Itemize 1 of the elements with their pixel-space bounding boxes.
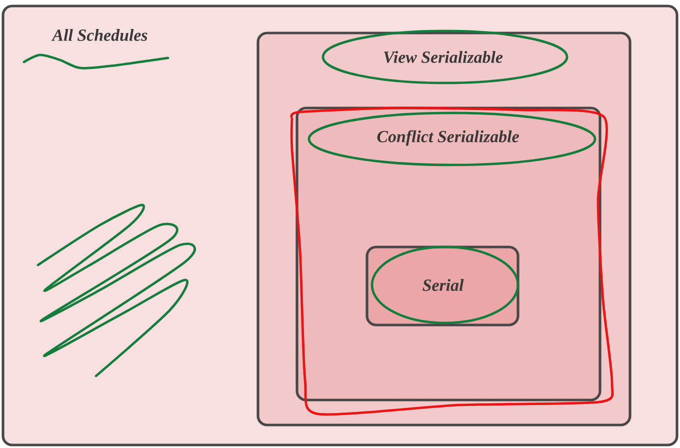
- set-box: Serial: [366, 246, 520, 326]
